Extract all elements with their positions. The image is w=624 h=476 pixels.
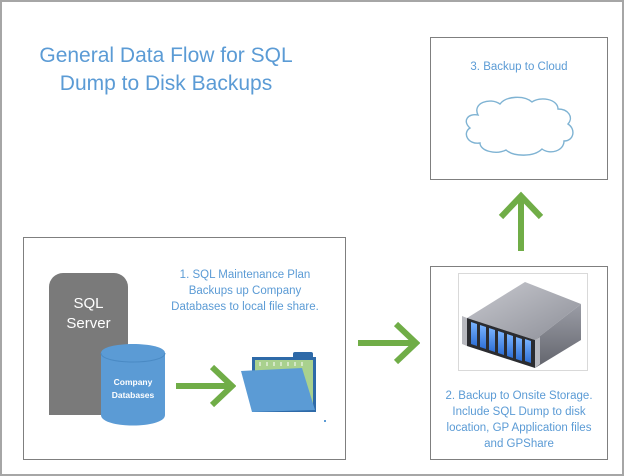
storage-server-icon [462,282,581,368]
folder-icon [241,352,316,412]
step1-caption-line: Databases to local file share. [171,301,319,313]
sql-server-label-line: SQL [73,295,104,312]
step1-sql-box: 1. SQL Maintenance Plan Backups up Compa… [23,237,346,460]
step2-caption-line: and GPShare [484,438,554,450]
database-label-line: Company [113,377,153,387]
sql-server-label-line: Server [66,315,111,332]
step1-caption-line: Backups up Company [188,285,302,297]
arrow-right-icon [358,321,420,365]
step3-caption: 3. Backup to Cloud [470,61,568,73]
database-label-line: Databases [111,390,155,400]
step2-caption-line: location, GP Application files [446,422,592,434]
step3-cloud-box: 3. Backup to Cloud [430,37,608,180]
step2-caption-line: 2. Backup to Onsite Storage. [445,390,593,402]
title-line-1: General Data Flow for SQL [39,44,293,67]
step2-caption-line: Include SQL Dump to disk [452,406,586,418]
stray-dot [324,420,326,422]
title-line-2: Dump to Disk Backups [59,72,273,95]
arrow-right-icon [176,364,236,408]
database-icon [100,344,166,426]
sql-server-label: SQL Server [49,294,128,334]
database-label: Company Databases [100,376,166,402]
cloud-icon [465,96,574,156]
step2-caption: 2. Backup to Onsite Storage. Include SQL… [431,388,607,452]
step2-onsite-box: 2. Backup to Onsite Storage. Include SQL… [430,266,608,460]
diagram-title: General Data Flow for SQL Dump to Disk B… [20,42,312,98]
step1-caption-line: 1. SQL Maintenance Plan [179,269,311,281]
drive-bays [471,322,531,363]
step1-caption: 1. SQL Maintenance Plan Backups up Compa… [160,267,330,315]
storage-server-image [458,273,588,371]
arrow-up-icon [498,191,544,251]
